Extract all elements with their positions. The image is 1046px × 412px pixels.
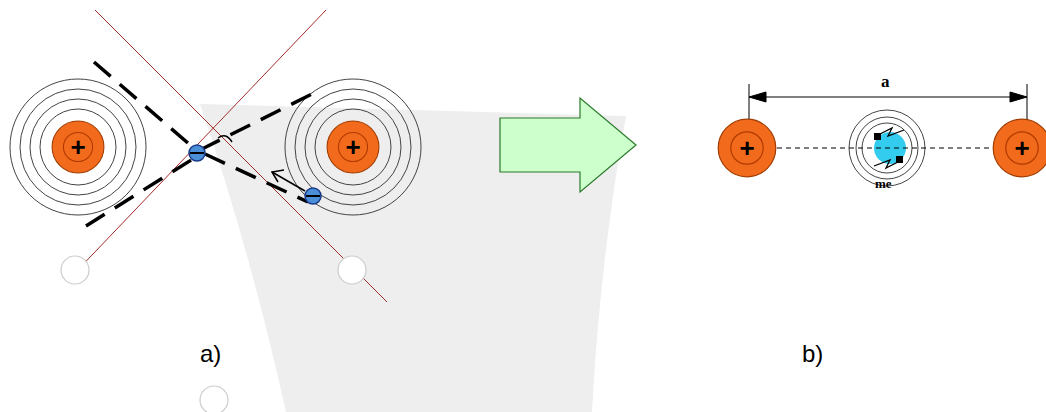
panel-label: a) <box>200 340 221 368</box>
panel-label: b) <box>802 340 823 368</box>
charge-sign: + <box>992 118 1046 178</box>
symbol-label: a <box>881 72 890 92</box>
cross-lines <box>72 10 387 302</box>
ion: + <box>51 120 105 174</box>
ion: + <box>717 118 777 178</box>
transition-arrow <box>500 98 636 192</box>
motion-arrow <box>272 170 305 191</box>
dashed-axis <box>777 148 992 149</box>
empty-site <box>61 256 366 412</box>
charge-sign: + <box>326 120 380 174</box>
charge-sign: + <box>51 120 105 174</box>
orbit-rings <box>10 79 421 215</box>
electron <box>189 145 205 161</box>
ion: + <box>326 120 380 174</box>
electron <box>305 188 321 204</box>
ion: + <box>992 118 1046 178</box>
angle-arc <box>218 136 232 142</box>
symbol-label: me <box>875 176 892 192</box>
charge-sign: + <box>717 118 777 178</box>
dashed-paths <box>86 62 312 226</box>
